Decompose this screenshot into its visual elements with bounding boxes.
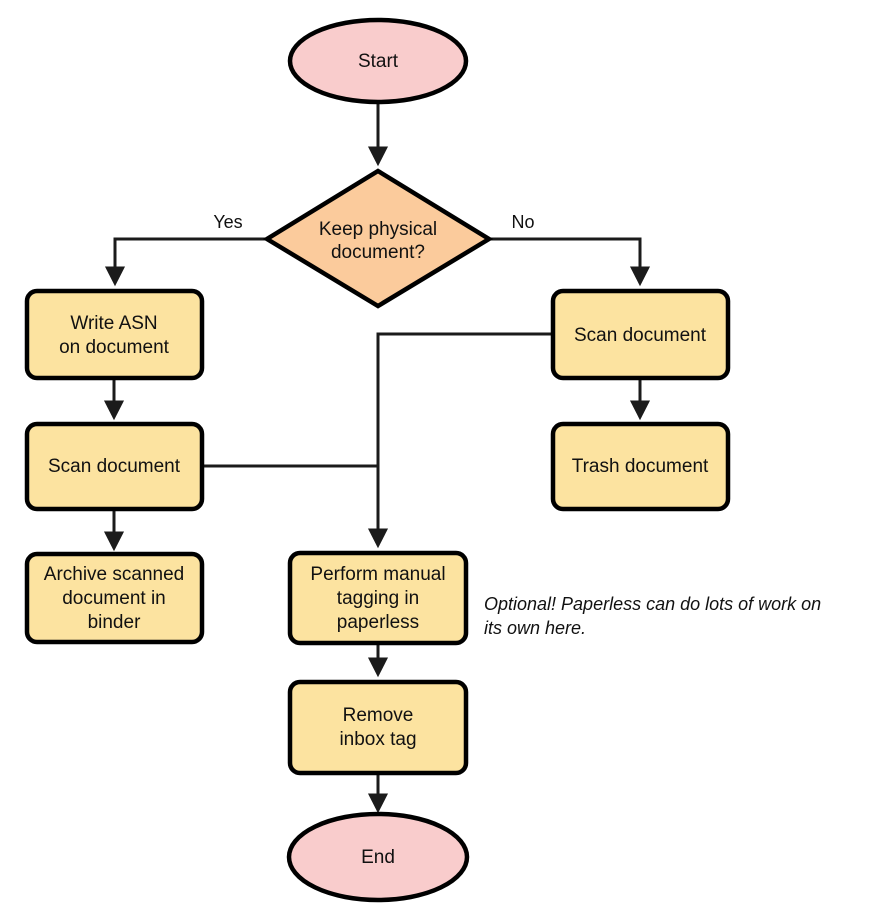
start-label: Start: [358, 51, 399, 72]
node-decision-keep-physical-document[interactable]: Keep physical document?: [262, 168, 494, 309]
node-perform-manual-tagging[interactable]: Perform manual tagging in paperless: [287, 550, 469, 646]
archive-label-line2: document in: [62, 588, 166, 609]
annotation-note: Optional! Paperless can do lots of work …: [484, 594, 821, 638]
note-line1: Optional! Paperless can do lots of work …: [484, 594, 821, 614]
node-end[interactable]: End: [286, 811, 470, 903]
tagging-box: [287, 550, 469, 646]
edge-label-yes: Yes: [213, 212, 242, 232]
tagging-label-line3: paperless: [337, 612, 419, 633]
edge-label-no: No: [511, 212, 534, 232]
decision-label-line1: Keep physical: [319, 219, 437, 240]
tagging-label-line2: tagging in: [337, 588, 419, 609]
decision-diamond: [262, 168, 494, 309]
edge-decision-yes-to-write-asn: [104, 237, 268, 287]
end-ellipse: [286, 811, 470, 903]
scan-document-left-box: [24, 421, 205, 512]
note-line2: its own here.: [484, 618, 586, 638]
scan-document-right-label: Scan document: [574, 325, 707, 346]
trash-document-box: [550, 421, 731, 512]
scan-document-left-label: Scan document: [48, 456, 181, 477]
archive-label-line3: binder: [88, 612, 141, 633]
node-trash-document[interactable]: Trash document: [550, 421, 731, 512]
archive-box: [24, 551, 205, 645]
remove-inbox-tag-label-line1: Remove: [343, 705, 414, 726]
write-asn-label-line1: Write ASN: [70, 313, 157, 334]
write-asn-label-line2: on document: [59, 337, 170, 358]
node-scan-document-left[interactable]: Scan document: [24, 421, 205, 512]
node-write-asn-on-document[interactable]: Write ASN on document: [24, 288, 205, 381]
connectors: [103, 101, 651, 814]
trash-document-label: Trash document: [572, 456, 709, 477]
archive-label-line1: Archive scanned: [44, 564, 184, 585]
scan-document-right-box: [550, 288, 731, 381]
node-start[interactable]: Start: [287, 17, 469, 105]
start-ellipse: [287, 17, 469, 105]
tagging-label-line1: Perform manual: [310, 564, 445, 585]
end-label: End: [361, 847, 395, 868]
decision-label-line2: document?: [331, 242, 425, 263]
remove-inbox-tag-box: [287, 679, 469, 776]
node-archive-scanned-document[interactable]: Archive scanned document in binder: [24, 551, 205, 645]
write-asn-box: [24, 288, 205, 381]
edge-decision-no-to-scan-right: [489, 237, 651, 287]
node-scan-document-right[interactable]: Scan document: [550, 288, 731, 381]
edge-scan-right-to-tagging: [367, 332, 553, 549]
remove-inbox-tag-label-line2: inbox tag: [339, 729, 416, 750]
node-remove-inbox-tag[interactable]: Remove inbox tag: [287, 679, 469, 776]
